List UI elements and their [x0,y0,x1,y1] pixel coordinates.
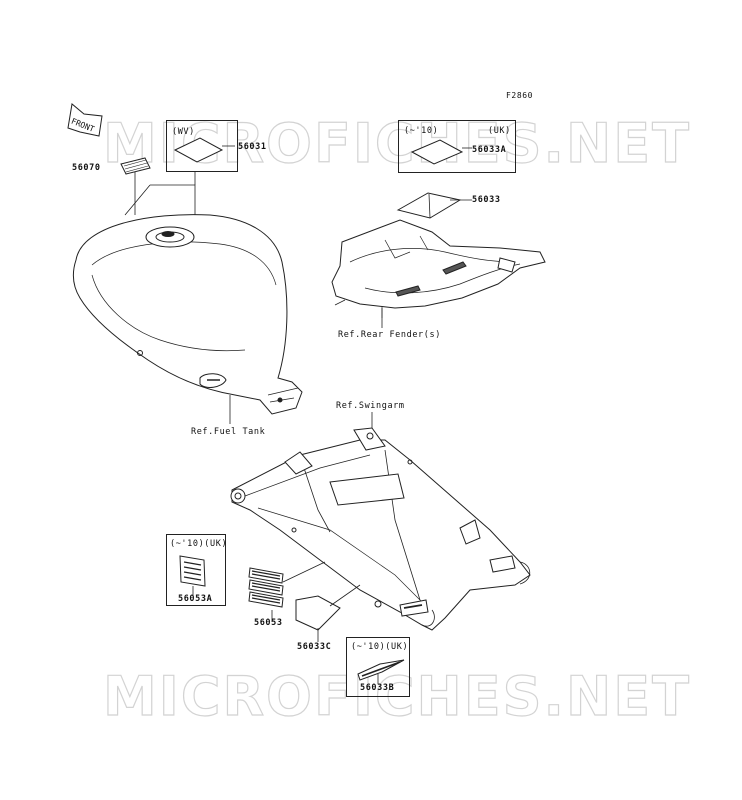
uk-left-variant-box [166,534,226,606]
part-56033A: 56033A [472,145,507,155]
part-56070: 56070 [72,163,101,173]
part-56033C: 56033C [297,642,332,652]
rear-fender [331,219,546,318]
uk-bottom-box-tag: (~'10)(UK) [351,642,409,652]
sticker-56053 [248,567,284,608]
front-arrow-icon: FRONT [67,103,103,137]
ref-rear-fender: Ref.Rear Fender(s) [338,330,441,340]
part-56053: 56053 [254,618,283,628]
uk-top-box-tag-right: (UK) [488,126,511,136]
wv-variant-box [166,120,238,172]
part-56033B: 56033B [360,683,395,693]
ref-fuel-tank: Ref.Fuel Tank [191,427,266,437]
part-56031: 56031 [238,142,267,152]
sticker-56053A [179,555,206,587]
sticker-56033A [410,139,464,165]
uk-top-variant-box [398,120,516,173]
swingarm [230,427,531,631]
uk-top-box-tag-left: (~'10) [404,126,439,136]
part-56033: 56033 [472,195,501,205]
part-56053A: 56053A [178,594,213,604]
fuel-tank [72,214,303,424]
figure-code: F2860 [506,91,534,100]
uk-bottom-variant-box [346,637,410,697]
uk-left-box-tag: (~'10)(UK) [170,539,228,549]
sticker-56031 [173,137,224,163]
ref-swingarm: Ref.Swingarm [336,401,405,411]
sticker-56033C [295,595,341,631]
wv-box-tag: (WV) [172,127,195,137]
